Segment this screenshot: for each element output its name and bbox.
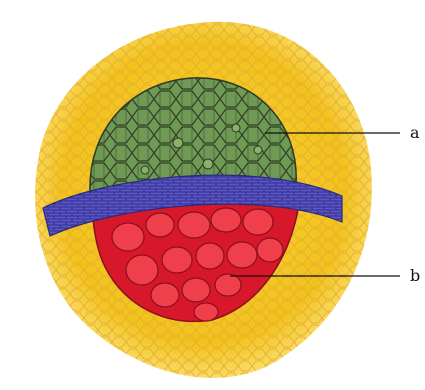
- label-a: a: [410, 125, 420, 141]
- label-b: b: [410, 268, 420, 284]
